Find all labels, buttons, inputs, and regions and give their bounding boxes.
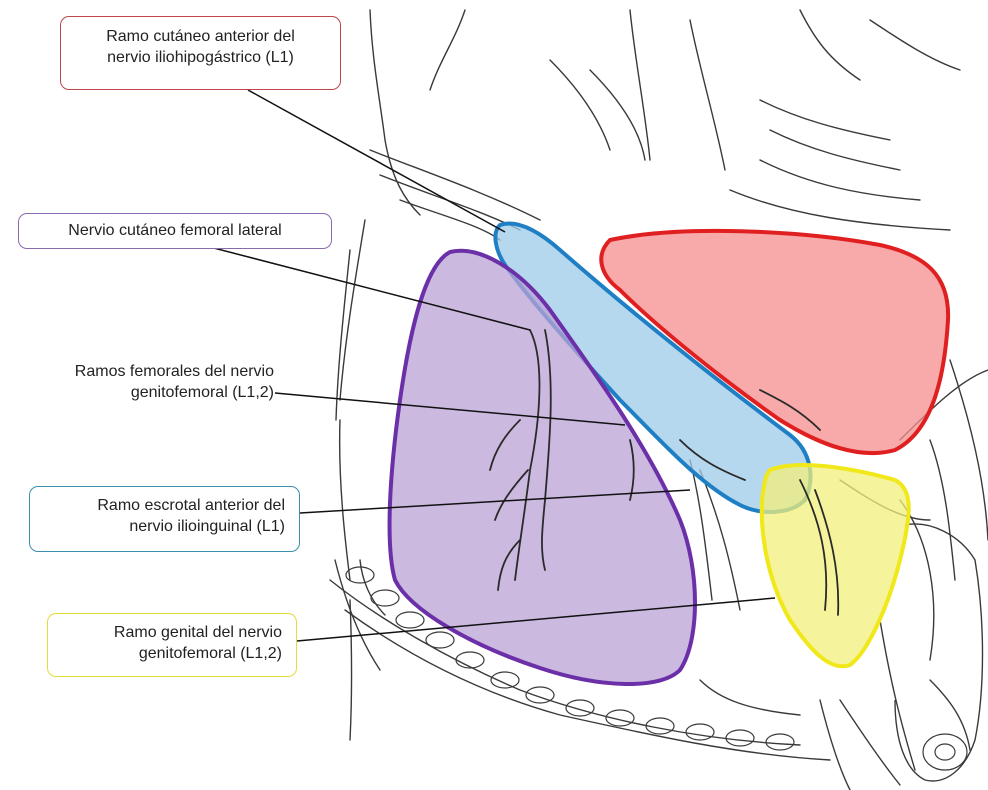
- label-femoral-branches-line1: Ramos femorales del nervio: [12, 361, 274, 382]
- label-iliohypogastric-line1: Ramo cutáneo anterior del: [71, 26, 330, 47]
- label-genital-line2: genitofemoral (L1,2): [58, 643, 282, 664]
- label-femoral-branches-line2: genitofemoral (L1,2): [12, 382, 274, 403]
- label-iliohypogastric-line2: nervio iliohipogástrico (L1): [71, 47, 330, 68]
- label-scrotal: Ramo escrotal anterior del nervio ilioin…: [29, 486, 300, 552]
- label-iliohypogastric: Ramo cutáneo anterior del nervio iliohip…: [60, 16, 341, 90]
- label-lateral-femoral: Nervio cutáneo femoral lateral: [18, 213, 332, 249]
- label-scrotal-line2: nervio ilioinguinal (L1): [40, 516, 285, 537]
- label-femoral-branches: Ramos femorales del nervio genitofemoral…: [12, 361, 274, 403]
- label-scrotal-line1: Ramo escrotal anterior del: [40, 495, 285, 516]
- label-genital-line1: Ramo genital del nervio: [58, 622, 282, 643]
- label-genital: Ramo genital del nervio genitofemoral (L…: [47, 613, 297, 677]
- label-lateral-femoral-line1: Nervio cutáneo femoral lateral: [29, 220, 321, 241]
- shaft-outline: [895, 524, 983, 781]
